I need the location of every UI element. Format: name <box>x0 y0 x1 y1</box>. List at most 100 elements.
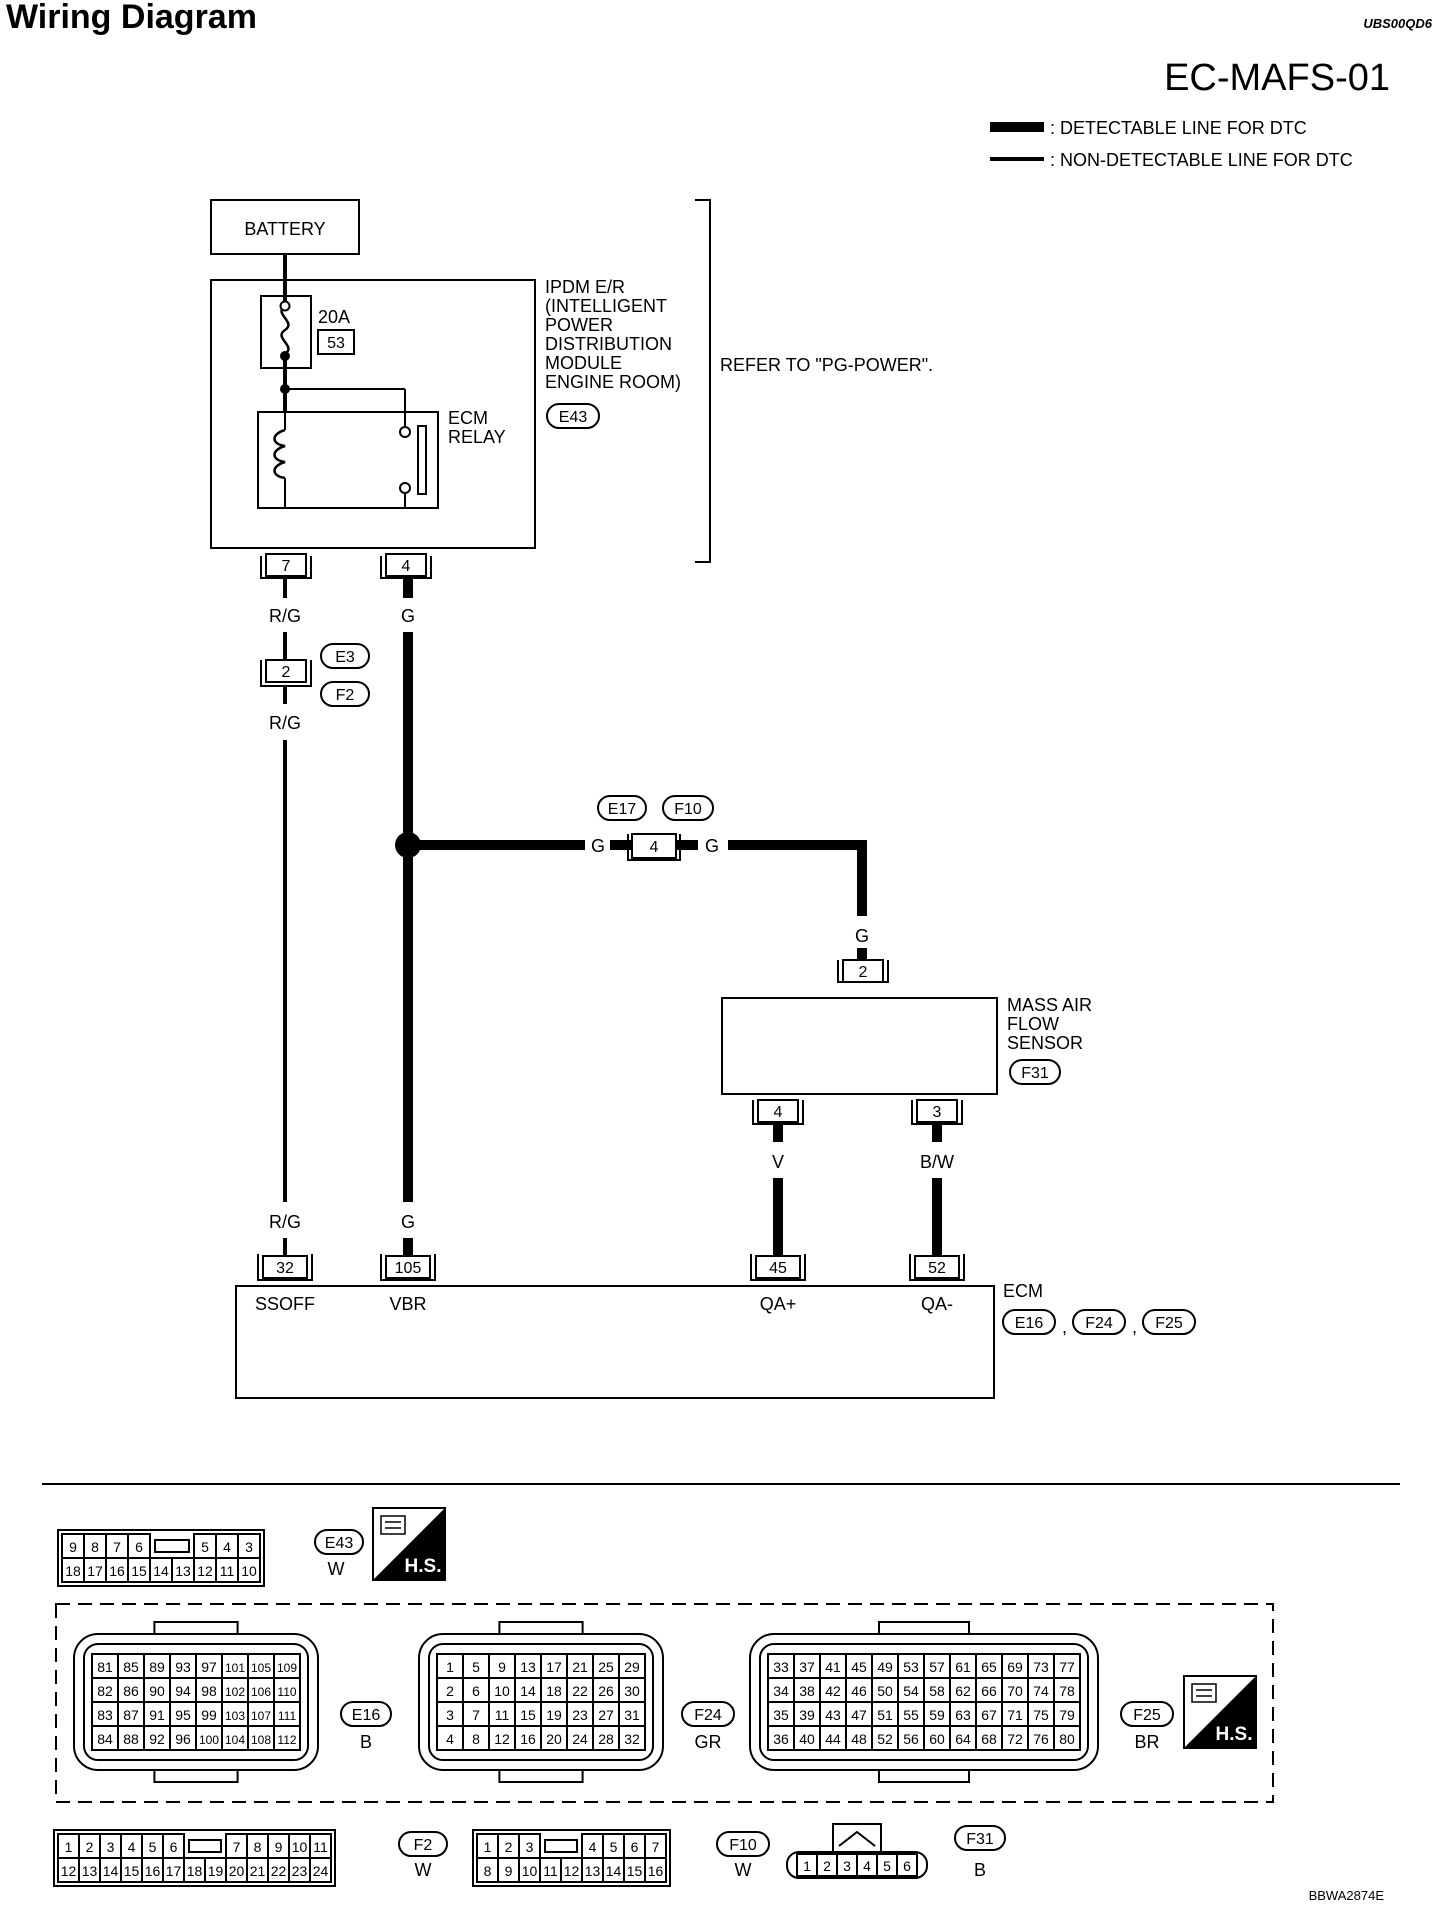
ipdm-label-1: IPDM E/R <box>545 277 625 297</box>
pin-3: 3 <box>107 1839 115 1855</box>
pin-7: 7 <box>113 1539 121 1555</box>
pin-103: 103 <box>225 1709 245 1723</box>
pin-3: 3 <box>446 1707 454 1723</box>
pin-8: 8 <box>91 1539 99 1555</box>
ecm-pin-52: 52 <box>909 1254 965 1281</box>
pin-12: 12 <box>197 1563 213 1579</box>
pin-12: 12 <box>564 1863 580 1879</box>
pin-3: 3 <box>843 1858 851 1874</box>
ipdm-label-5: MODULE <box>545 353 622 373</box>
pin-13: 13 <box>520 1659 536 1675</box>
pin-78: 78 <box>1059 1683 1075 1699</box>
maf-pin-2: 2 <box>837 959 889 983</box>
hs-badge-f25: H.S. <box>1183 1675 1257 1749</box>
pin-18: 18 <box>187 1863 203 1879</box>
relay-label-1: ECM <box>448 408 488 428</box>
svg-text:4: 4 <box>650 839 659 856</box>
pin-21: 21 <box>250 1863 266 1879</box>
pin-88: 88 <box>123 1731 139 1747</box>
connector-id-f10: F10 <box>716 1831 770 1857</box>
pin-20: 20 <box>546 1731 562 1747</box>
wire-color-g-1: G <box>401 606 415 626</box>
pin-101: 101 <box>225 1661 245 1675</box>
pin-48: 48 <box>851 1731 867 1747</box>
pin-7: 7 <box>652 1839 660 1855</box>
svg-text:E43: E43 <box>325 1535 354 1552</box>
pin-16: 16 <box>648 1863 664 1879</box>
pin-79: 79 <box>1059 1707 1075 1723</box>
pin-4: 4 <box>589 1839 597 1855</box>
svg-text:2: 2 <box>859 964 868 981</box>
pin-51: 51 <box>877 1707 893 1723</box>
pin-72: 72 <box>1007 1731 1023 1747</box>
svg-text:4: 4 <box>402 558 411 575</box>
connector-color-f2: W <box>415 1860 432 1880</box>
pin-76: 76 <box>1033 1731 1049 1747</box>
pin-1: 1 <box>446 1659 454 1675</box>
pin-68: 68 <box>981 1731 997 1747</box>
ipdm-label-2: (INTELLIGENT <box>545 296 667 316</box>
pin-4: 4 <box>223 1539 231 1555</box>
connector-id-f31: F31 <box>954 1825 1006 1851</box>
pin-16: 16 <box>109 1563 125 1579</box>
connector-id-f25: F25 <box>1120 1701 1174 1727</box>
connector-id-e16: E16 <box>340 1701 392 1727</box>
pin-60: 60 <box>929 1731 945 1747</box>
pin-99: 99 <box>201 1707 217 1723</box>
ecm-connector-f24: F24 <box>1085 1315 1113 1332</box>
pin-15: 15 <box>520 1707 536 1723</box>
pin-4: 4 <box>128 1839 136 1855</box>
pin-12: 12 <box>61 1863 77 1879</box>
pin-12: 12 <box>494 1731 510 1747</box>
pin-22: 22 <box>572 1683 588 1699</box>
wire-color-rg-3: R/G <box>269 1212 301 1232</box>
wire-color-rg-2: R/G <box>269 713 301 733</box>
pin-64: 64 <box>955 1731 971 1747</box>
pin-41: 41 <box>825 1659 841 1675</box>
pin-90: 90 <box>149 1683 165 1699</box>
pin-13: 13 <box>175 1563 191 1579</box>
ecm-connector-sep-2: , <box>1132 1317 1137 1337</box>
pin-15: 15 <box>124 1863 140 1879</box>
pin-26: 26 <box>598 1683 614 1699</box>
pin-24: 24 <box>313 1863 329 1879</box>
refer-note: REFER TO "PG-POWER". <box>720 355 933 375</box>
wire-color-bw: B/W <box>920 1152 954 1172</box>
pin-27: 27 <box>598 1707 614 1723</box>
pin-28: 28 <box>598 1731 614 1747</box>
pin-30: 30 <box>624 1683 640 1699</box>
pin-50: 50 <box>877 1683 893 1699</box>
footer-code: BBWA2874E <box>1309 1888 1385 1903</box>
pin-71: 71 <box>1007 1707 1023 1723</box>
connector-color-f31: B <box>974 1860 986 1880</box>
connector-color-f24: GR <box>695 1732 722 1752</box>
svg-text:F31: F31 <box>966 1831 994 1848</box>
pin-109: 109 <box>277 1661 297 1675</box>
pin-11: 11 <box>313 1839 328 1855</box>
connector-id-f2: F2 <box>398 1831 448 1857</box>
pin-89: 89 <box>149 1659 165 1675</box>
pin-61: 61 <box>955 1659 971 1675</box>
pin-84: 84 <box>97 1731 113 1747</box>
pin-81: 81 <box>97 1659 113 1675</box>
pin-37: 37 <box>799 1659 815 1675</box>
pin-77: 77 <box>1059 1659 1075 1675</box>
pin-43: 43 <box>825 1707 841 1723</box>
ipdm-box <box>210 279 536 549</box>
pin-52: 52 <box>877 1731 893 1747</box>
pin-45: 45 <box>851 1659 867 1675</box>
pin-62: 62 <box>955 1683 971 1699</box>
pin-11: 11 <box>495 1707 510 1723</box>
pin-66: 66 <box>981 1683 997 1699</box>
joint-e17-id: E17 <box>608 801 637 818</box>
pin-15: 15 <box>627 1863 643 1879</box>
pin-5: 5 <box>201 1539 209 1555</box>
pin-94: 94 <box>175 1683 191 1699</box>
pin-53: 53 <box>903 1659 919 1675</box>
pin-11: 11 <box>543 1863 558 1879</box>
maf-label-1: MASS AIR <box>1007 995 1092 1015</box>
